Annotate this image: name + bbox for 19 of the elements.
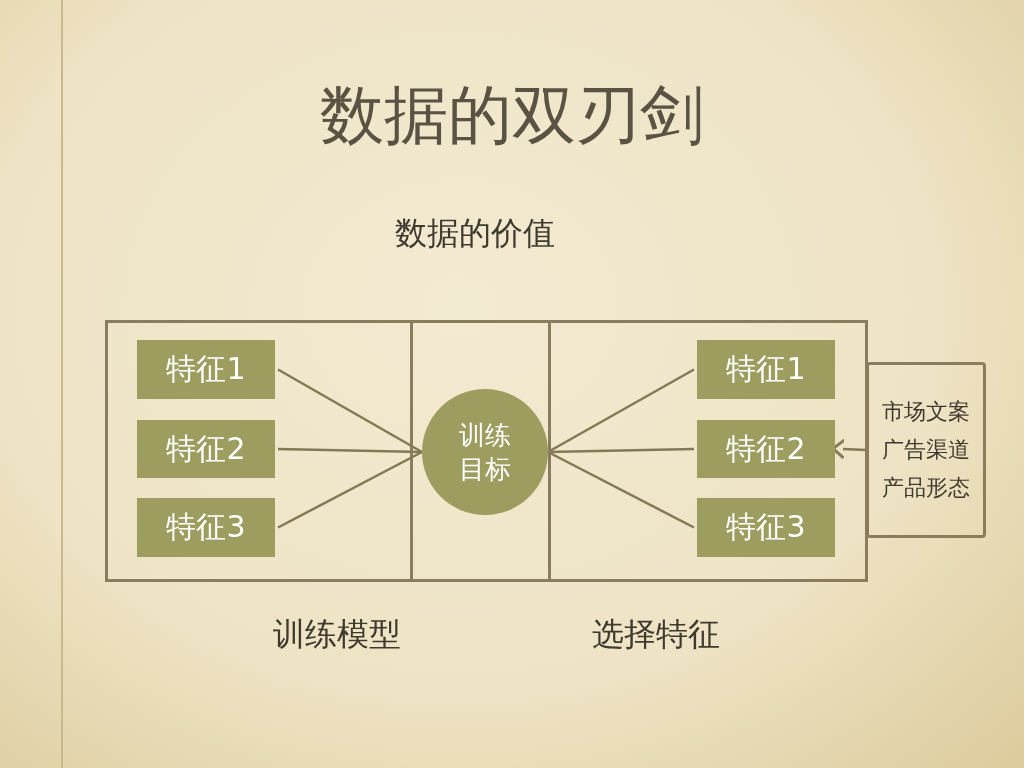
feature-box: 特征3	[697, 498, 835, 557]
callout-box	[866, 362, 986, 538]
feature-box: 特征3	[137, 498, 275, 557]
callout-item: 市场文案	[882, 398, 970, 426]
panel-heading: 训练模型	[273, 614, 401, 655]
feature-box: 特征2	[137, 420, 275, 478]
feature-box: 特征1	[697, 340, 835, 399]
feature-box: 特征1	[137, 340, 275, 399]
connector-line	[277, 450, 423, 529]
target-circle: 训练目标	[422, 389, 548, 515]
callout-item: 广告渠道	[882, 436, 970, 464]
subtitle: 数据的价值	[395, 213, 555, 254]
feature-box: 特征2	[697, 420, 835, 478]
callout-item: 产品形态	[882, 474, 970, 502]
connector-line	[277, 368, 423, 454]
connector-line	[277, 447, 423, 454]
title: 数据的双刃剑	[319, 77, 705, 154]
panel-heading: 选择特征	[591, 614, 721, 655]
panel-box	[410, 320, 551, 582]
